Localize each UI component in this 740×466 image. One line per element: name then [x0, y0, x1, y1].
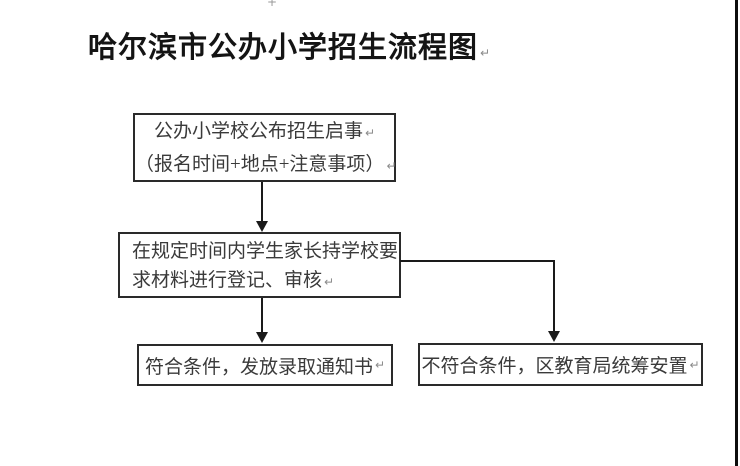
node-registration-line2: 求材料进行登记、审核↵	[132, 266, 393, 297]
arrowhead-down-icon	[256, 332, 268, 343]
node-announcement-text1: 公办小学校公布招生启事	[153, 121, 363, 142]
connector-registration-to-unqualified-horizontal	[400, 260, 555, 262]
paragraph-mark: ↵	[689, 357, 700, 372]
page-title-text: 哈尔滨市公办小学招生流程图	[88, 32, 479, 64]
connector-registration-to-qualified	[261, 298, 263, 332]
node-registration-text1: 在规定时间内学生家长持学校要	[132, 241, 399, 262]
image-right-edge-line	[735, 0, 738, 466]
node-not-qualified-text: 不符合条件，区教育局统筹安置	[421, 356, 688, 377]
arrowhead-down-icon	[256, 221, 268, 232]
paragraph-mark: ↵	[364, 126, 376, 140]
connector-registration-to-unqualified-vertical	[553, 260, 555, 331]
node-announcement: 公办小学校公布招生启事↵ （报名时间+地点+注意事项）↵	[133, 113, 397, 182]
node-registration-line1: 在规定时间内学生家长持学校要	[132, 237, 398, 266]
paragraph-mark: ↵	[374, 358, 386, 372]
page-title: 哈尔滨市公办小学招生流程图↵	[88, 24, 491, 66]
connector-announcement-to-registration	[261, 182, 263, 222]
node-not-qualified: 不符合条件，区教育局统筹安置↵	[418, 343, 703, 386]
arrowhead-down-icon	[548, 331, 560, 342]
node-registration: 在规定时间内学生家长持学校要 求材料进行登记、审核↵	[118, 232, 401, 298]
node-announcement-line2: （报名时间+地点+注意事项）↵	[135, 149, 397, 182]
anchor-mark: +	[267, 0, 278, 9]
node-announcement-text2: （报名时间+地点+注意事项）	[135, 154, 385, 175]
paragraph-mark: ↵	[324, 275, 335, 289]
node-qualified: 符合条件，发放录取通知书↵	[137, 344, 393, 386]
paragraph-mark: ↵	[480, 46, 492, 60]
node-announcement-line1: 公办小学校公布招生启事↵	[135, 116, 394, 149]
node-qualified-text: 符合条件，发放录取通知书	[144, 356, 373, 378]
paragraph-mark: ↵	[386, 159, 397, 173]
node-registration-text2: 求材料进行登记、审核	[132, 270, 323, 291]
